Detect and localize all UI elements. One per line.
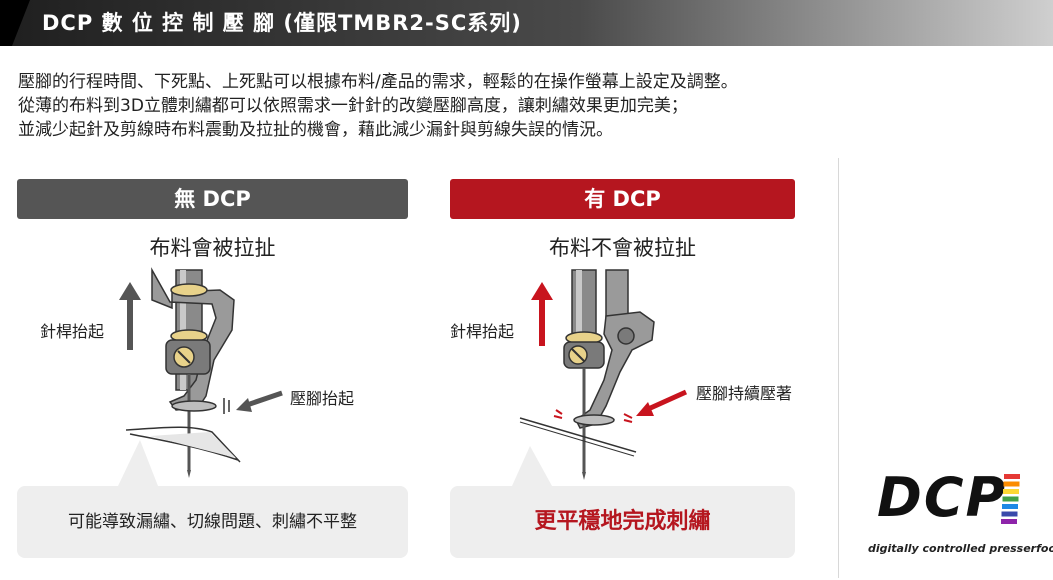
left-presser-arrow [236,390,283,412]
description-line-2: 從薄的布料到3D立體刺繡都可以依照需求一針針的改變壓腳高度，讓刺繡效果更加完美； [18,96,688,116]
without-dcp-result: 可能導致漏繡、切線問題、刺繡不平整 [17,486,408,558]
dcp-logo-color-bars [1001,474,1020,524]
with-needle-label: 針桿抬起 [450,322,515,341]
with-dcp-result: 更平穩地完成刺繡 [450,486,795,558]
left-presser-illustration [118,267,241,486]
without-needle-label: 針桿抬起 [40,322,105,341]
description-line-3: 並減少起針及剪線時布料震動及拉扯的機會，藉此減少漏針與剪線失誤的情況。 [18,120,613,140]
description-line-1: 壓腳的行程時間、下死點、上死點可以根據布料/產品的需求，輕鬆的在操作螢幕上設定及… [18,72,738,92]
right-presser-illustration [512,269,655,486]
with-presser-label: 壓腳持續壓著 [696,384,793,403]
without-dcp-subtitle: 布料會被拉扯 [149,236,276,260]
dcp-logo-wordmark: DCP [877,466,1008,529]
right-presser-arrow [636,389,688,416]
logo-color-bar [1003,481,1020,487]
dcp-logo-tagline: digitally controlled presserfoot [868,542,1053,555]
logo-color-bar [1002,496,1019,502]
with-dcp-header: 有 DCP [450,179,795,219]
logo-color-bar [1003,489,1019,494]
logo-color-bar [1004,474,1020,479]
logo-color-bar [1002,504,1018,509]
logo-color-bar [1001,519,1017,524]
with-dcp-subtitle: 布料不會被拉扯 [549,236,696,260]
title-bar: DCP 數 位 控 制 壓 腳 (僅限TMBR2-SC系列) [0,0,1053,46]
description: 壓腳的行程時間、下死點、上死點可以根據布料/產品的需求，輕鬆的在操作螢幕上設定及… [18,70,1038,142]
title-slash-decoration [0,0,30,46]
right-up-arrow [531,282,553,346]
divider-line [838,158,839,578]
left-up-arrow [119,282,141,350]
logo-color-bar [1001,511,1018,517]
without-presser-label: 壓腳抬起 [290,389,355,408]
page-title: DCP 數 位 控 制 壓 腳 (僅限TMBR2-SC系列) [42,11,522,35]
without-dcp-header: 無 DCP [17,179,408,219]
